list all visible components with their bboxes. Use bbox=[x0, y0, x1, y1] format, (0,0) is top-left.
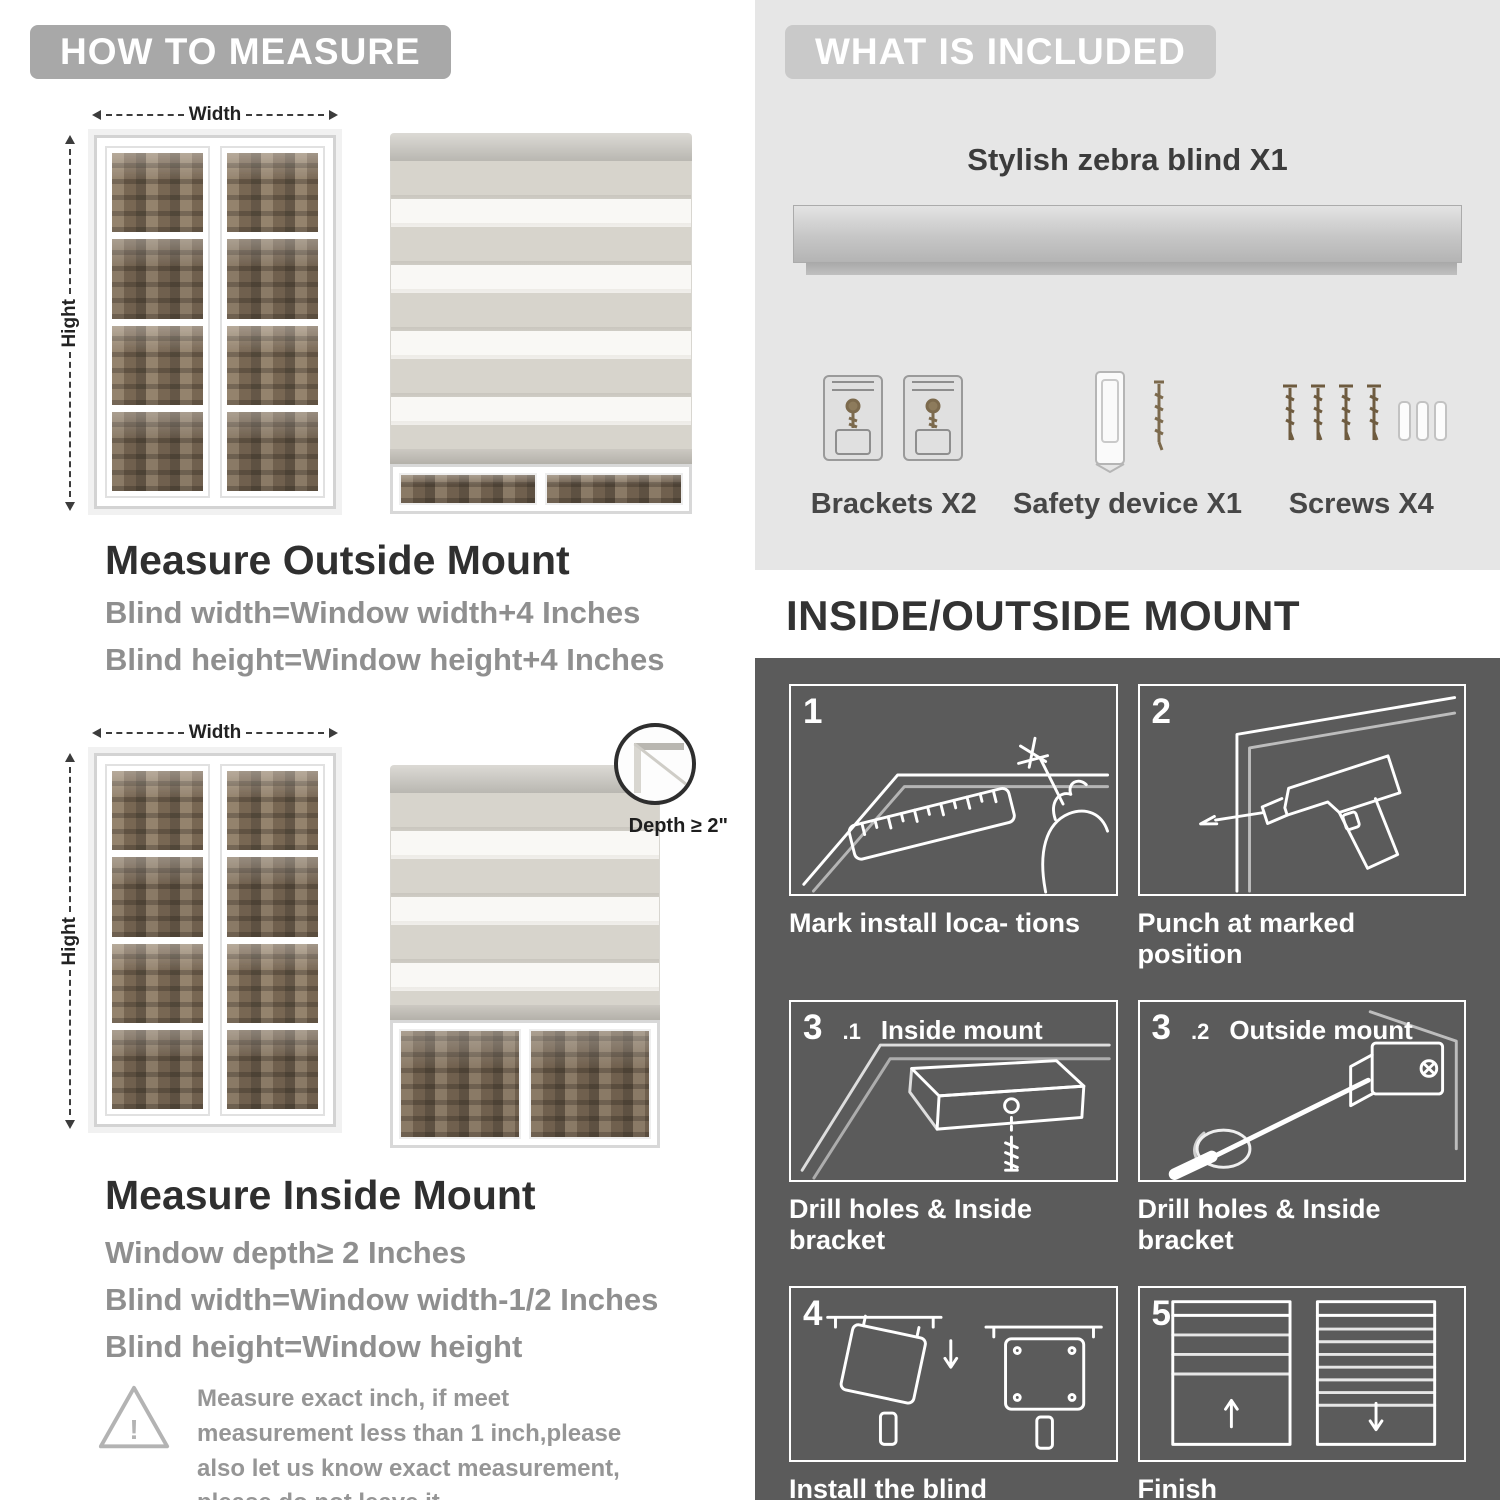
how-to-measure-section: HOW TO MEASURE Width Hight bbox=[30, 25, 728, 1500]
window-frame bbox=[94, 135, 336, 509]
arrow-left-icon bbox=[92, 728, 101, 738]
blind-stripes bbox=[390, 161, 692, 449]
step-3-2-box: 3.2 Outside mount bbox=[1137, 1000, 1466, 1182]
width-label: Width bbox=[188, 104, 242, 125]
inside-mount-heading: Measure Inside Mount bbox=[105, 1172, 536, 1218]
what-is-included-section: WHAT IS INCLUDED Stylish zebra blind X1 bbox=[755, 0, 1500, 570]
width-dimension: Width bbox=[92, 104, 338, 125]
zebra-blind-illustration bbox=[390, 133, 692, 515]
zebra-blind-headrail bbox=[793, 205, 1462, 275]
arrow-right-icon bbox=[329, 728, 338, 738]
arrow-down-icon bbox=[65, 1120, 75, 1130]
blind-cassette bbox=[390, 133, 692, 161]
height-dimension: Hight bbox=[59, 135, 80, 512]
step-4-caption: Install the blind bbox=[789, 1474, 988, 1500]
depth-label: Depth ≥ 2" bbox=[628, 815, 728, 837]
step-3-2-caption: Drill holes & Inside bracket bbox=[1137, 1194, 1381, 1255]
blind-bottom-rail bbox=[390, 449, 692, 464]
included-items-row bbox=[785, 330, 1470, 480]
window-below-blind bbox=[390, 464, 692, 514]
step-3-2-illustration bbox=[1168, 1010, 1458, 1180]
zebra-blind-illustration: Depth ≥ 2" bbox=[390, 723, 728, 1153]
how-to-measure-banner: HOW TO MEASURE bbox=[30, 25, 451, 79]
step-4-illustration bbox=[826, 1314, 1103, 1450]
warning-icon: ! bbox=[95, 1382, 173, 1454]
mount-step-4: 4 bbox=[789, 1286, 1118, 1500]
outside-mount-line2: Blind height=Window height+4 Inches bbox=[105, 642, 665, 677]
height-label: Hight bbox=[59, 298, 80, 348]
brackets-label: Brackets X2 bbox=[810, 488, 977, 520]
window-illustration: Width Hight bbox=[59, 722, 340, 1133]
outside-mount-heading: Measure Outside Mount bbox=[105, 537, 570, 583]
step-5-box: 5 bbox=[1137, 1286, 1466, 1462]
step-5-caption: Finish bbox=[1137, 1474, 1218, 1500]
blind-stripes bbox=[390, 793, 660, 1005]
safety-device-icon bbox=[1095, 371, 1165, 474]
outside-mount-line1: Blind width=Window width+4 Inches bbox=[105, 595, 641, 630]
mount-step-1: 1 M bbox=[789, 684, 1118, 970]
what-is-included-banner: WHAT IS INCLUDED bbox=[785, 25, 1216, 79]
step-1-illustration bbox=[802, 736, 1110, 894]
mount-section-title: INSIDE/OUTSIDE MOUNT bbox=[786, 592, 1301, 639]
mount-step-3-2: 3.2 Outside mount Dri bbox=[1137, 1000, 1466, 1256]
window-illustration: Width Hight bbox=[59, 104, 340, 515]
inside-mount-figure: Width Hight bbox=[59, 722, 728, 1153]
step-5-illustration bbox=[1170, 1300, 1436, 1446]
step-2-illustration bbox=[1198, 696, 1456, 893]
arrow-left-icon bbox=[92, 110, 101, 120]
depth-detail-circle bbox=[614, 723, 696, 805]
step-4-box: 4 bbox=[789, 1286, 1118, 1462]
arrow-up-icon bbox=[65, 135, 75, 144]
step-3-1-caption: Drill holes & Inside bracket bbox=[789, 1194, 1033, 1255]
step-3-1-illustration bbox=[800, 1043, 1111, 1180]
mount-step-2: 2 bbox=[1137, 684, 1466, 970]
height-label: Hight bbox=[59, 916, 80, 966]
inside-mount-line3: Blind height=Window height bbox=[105, 1329, 523, 1364]
blind-bottom-rail bbox=[390, 1005, 660, 1020]
screws-icon bbox=[1283, 384, 1448, 441]
window-frame bbox=[94, 753, 336, 1127]
step-1-box: 1 bbox=[789, 684, 1118, 896]
inside-mount-line1: Window depth≥ 2 Inches bbox=[105, 1235, 467, 1270]
step-3-1-box: 3.1 Inside mount bbox=[789, 1000, 1118, 1182]
arrow-down-icon bbox=[65, 502, 75, 512]
safety-device-label: Safety device X1 bbox=[1013, 488, 1242, 520]
step-1-caption: Mark install loca- tions bbox=[789, 908, 1081, 938]
window-below-blind bbox=[390, 1020, 660, 1148]
inside-mount-line2: Blind width=Window width-1/2 Inches bbox=[105, 1282, 659, 1317]
arrow-up-icon bbox=[65, 753, 75, 762]
step-2-caption: Punch at marked position bbox=[1137, 908, 1356, 969]
blind-item-label: Stylish zebra blind X1 bbox=[967, 142, 1288, 177]
note-text: Measure exact inch, if meet measurement … bbox=[197, 1385, 622, 1500]
measurement-note: ! Measure exact inch, if meet measuremen… bbox=[95, 1382, 675, 1500]
arrow-right-icon bbox=[329, 110, 338, 120]
mount-step-5: 5 Finish bbox=[1137, 1286, 1466, 1500]
step-2-box: 2 bbox=[1137, 684, 1466, 896]
brackets-icon bbox=[822, 375, 963, 461]
mount-step-3-1: 3.1 Inside mount Drill holes & In bbox=[789, 1000, 1118, 1256]
height-dimension: Hight bbox=[59, 753, 80, 1130]
screws-label: Screws X4 bbox=[1288, 488, 1434, 520]
width-label: Width bbox=[188, 722, 242, 743]
width-dimension: Width bbox=[92, 722, 338, 743]
included-labels-row: Brackets X2 Safety device X1 Screws X4 bbox=[785, 488, 1470, 521]
mount-steps-panel: 1 M bbox=[755, 658, 1500, 1500]
outside-mount-figure: Width Hight bbox=[59, 104, 700, 525]
